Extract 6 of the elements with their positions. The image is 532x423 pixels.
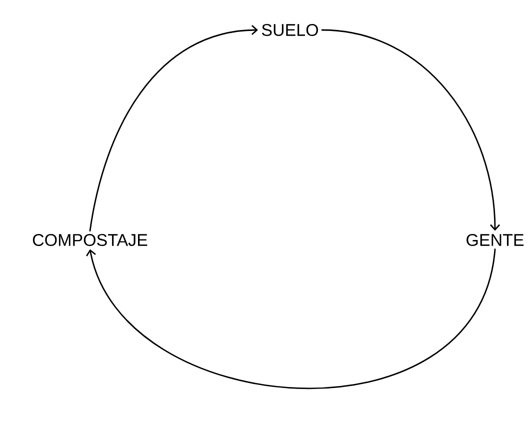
node-label: SUELO xyxy=(262,24,318,36)
arrow xyxy=(86,248,496,389)
node-label: COMPOSTAJE xyxy=(32,234,148,246)
arrow xyxy=(89,24,258,232)
node-label: GENTE xyxy=(466,234,524,246)
arrow xyxy=(321,29,500,231)
